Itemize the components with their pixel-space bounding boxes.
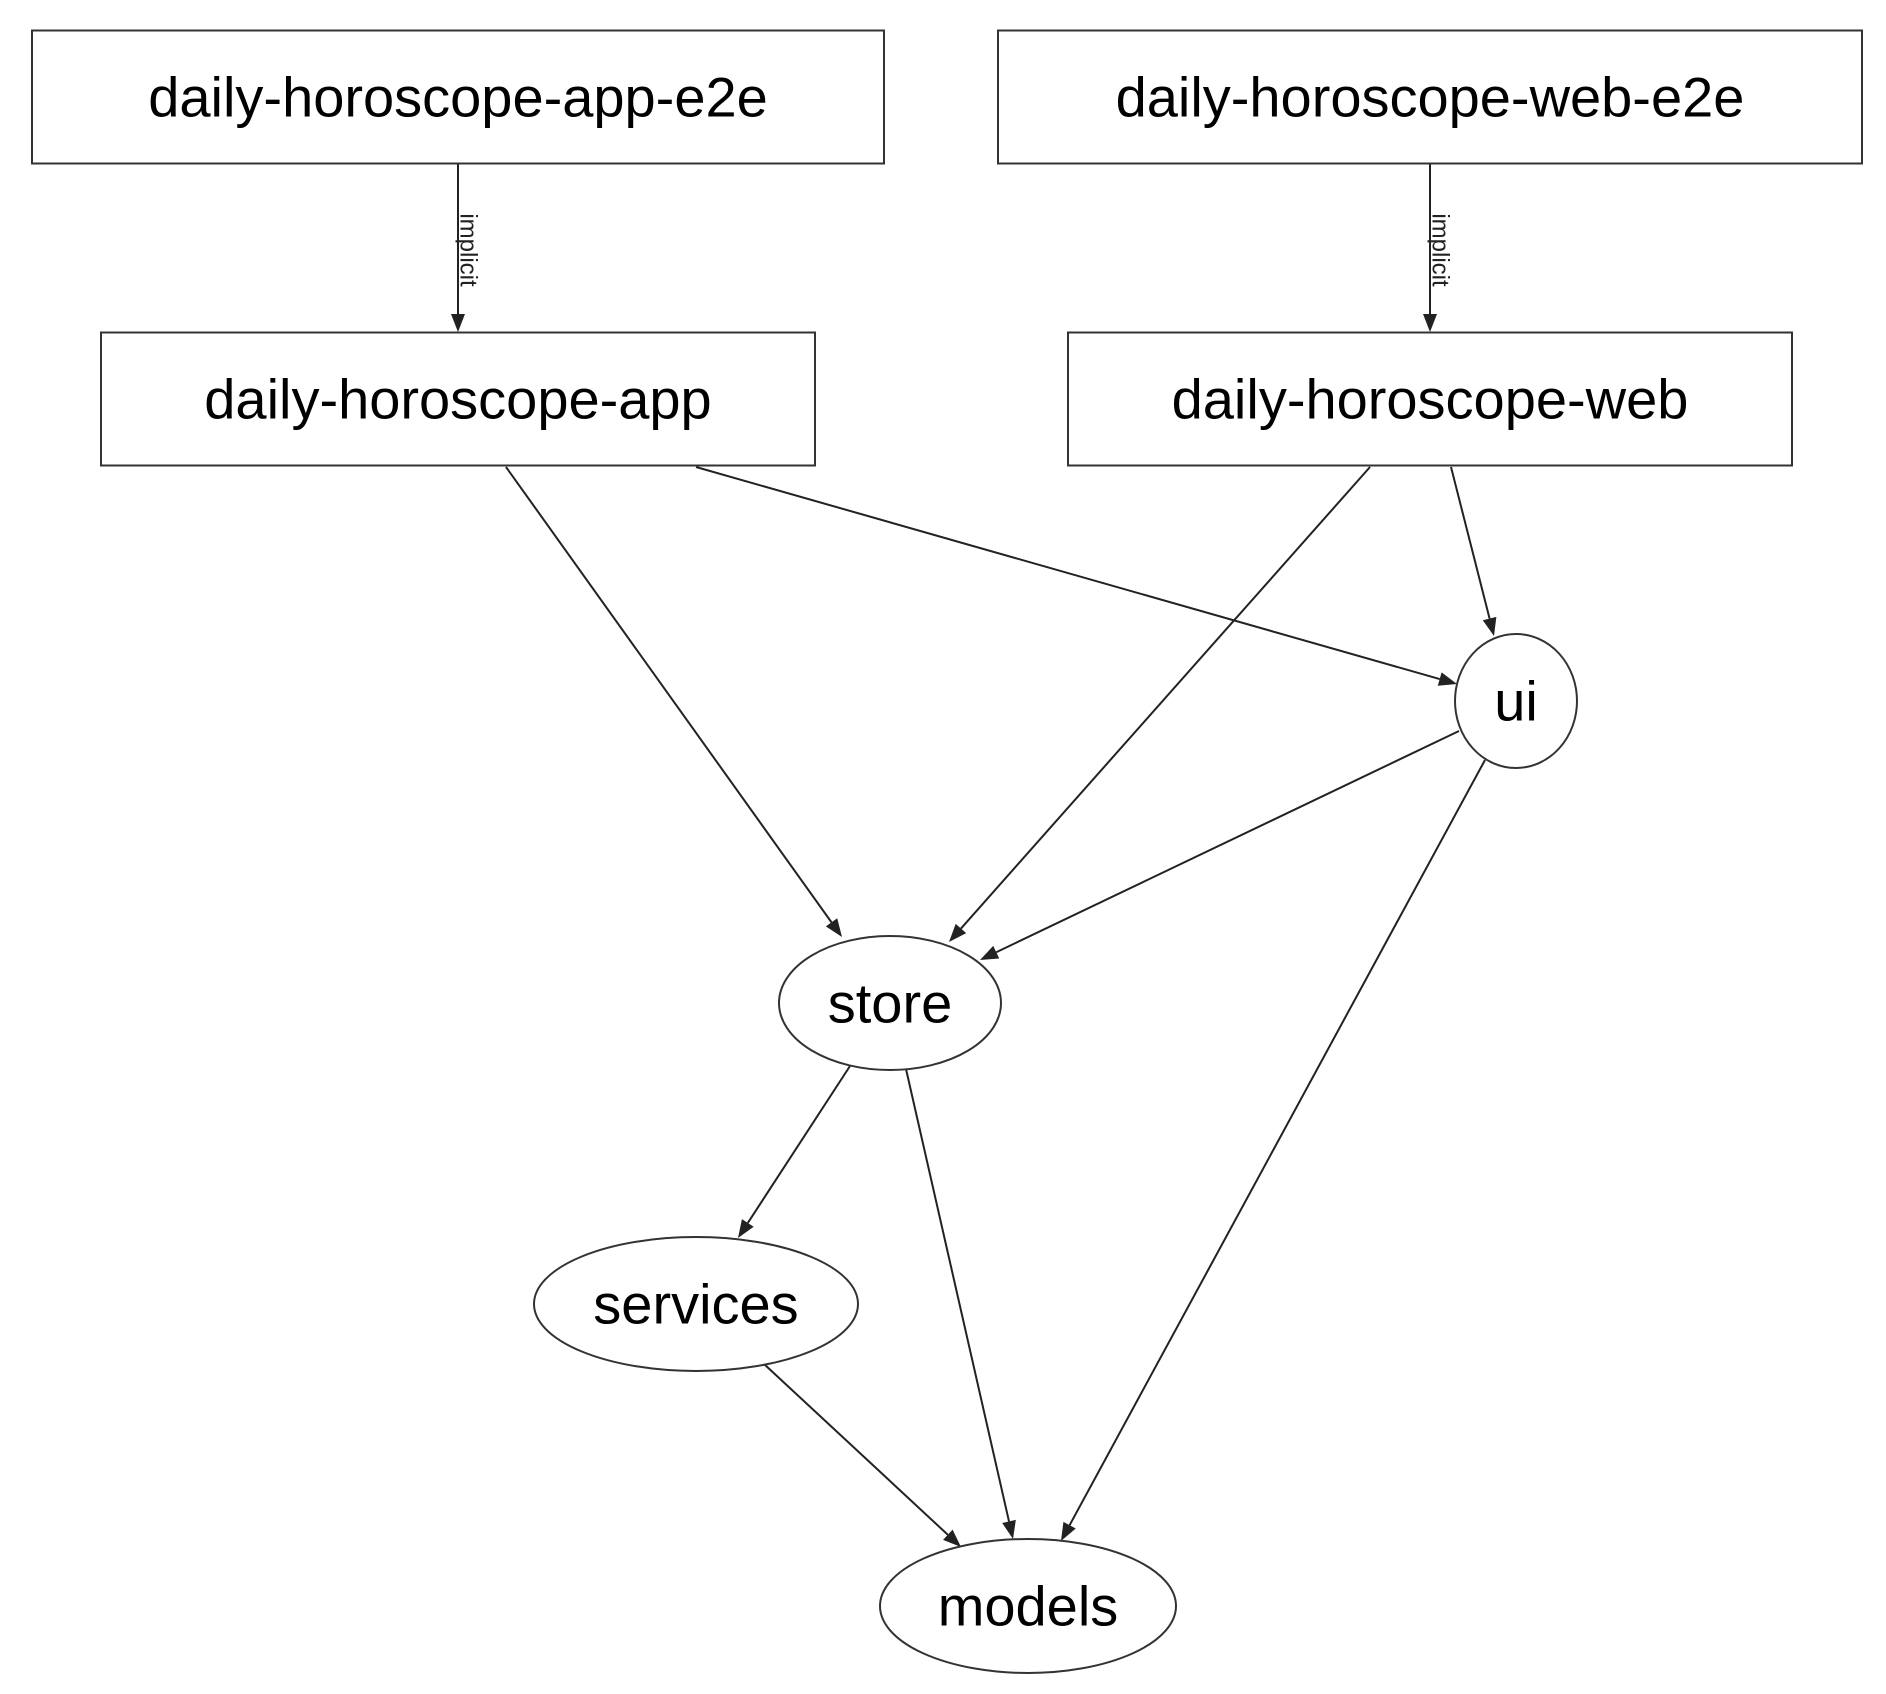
node-web-e2e[interactable]: daily-horoscope-web-e2e [997,29,1863,165]
edge-line [695,466,1440,681]
arrowhead-icon [1482,616,1497,636]
node-box [31,29,885,165]
edge-store-to-models [905,1068,1016,1539]
arrowhead-icon [943,1529,961,1547]
node-label: daily-horoscope-web [1172,368,1689,431]
arrowhead-icon [1061,1521,1076,1541]
node-services[interactable]: services [533,1236,859,1372]
node-label: daily-horoscope-app-e2e [148,66,768,129]
node-ellipse [1454,633,1578,769]
arrowhead-icon [949,923,967,942]
edge-web-to-ui [1450,466,1497,636]
node-label: daily-horoscope-web-e2e [1116,66,1745,129]
node-app[interactable]: daily-horoscope-app [100,331,816,467]
node-label: services [593,1273,798,1336]
node-models[interactable]: models [879,1538,1177,1674]
arrowhead-icon [738,1219,754,1238]
edges-layer: implicit implicit [451,164,1497,1547]
arrowhead-icon [825,918,842,937]
edge-store-to-services [738,1065,851,1238]
node-label: daily-horoscope-app [204,368,711,431]
node-ellipse [778,935,1002,1071]
edge-app-to-ui [695,466,1457,686]
edge-line [1068,759,1486,1526]
node-web[interactable]: daily-horoscope-web [1067,331,1793,467]
node-app-e2e[interactable]: daily-horoscope-app-e2e [31,29,885,165]
edge-line [763,1363,949,1536]
edge-services-to-models [763,1363,961,1547]
edge-line [1450,466,1491,619]
edge-ui-to-store [980,730,1460,960]
edge-app-e2e-to-app: implicit [451,164,482,332]
node-label: store [828,972,953,1035]
arrowhead-icon [1437,672,1457,686]
edge-line [995,730,1460,954]
edge-app-to-store [505,466,842,937]
node-box [100,331,816,467]
edge-web-to-store [949,466,1371,942]
node-ellipse [879,1538,1177,1674]
arrowhead-icon [451,314,465,332]
node-label: models [938,1575,1119,1638]
node-store[interactable]: store [778,935,1002,1071]
node-ui[interactable]: ui [1454,633,1578,769]
edge-line [746,1065,851,1224]
arrowhead-icon [980,945,1000,960]
edge-label-implicit: implicit [455,213,482,287]
node-box [997,29,1863,165]
edge-label-implicit: implicit [1427,213,1454,287]
node-box [1067,331,1793,467]
node-label: ui [1494,670,1538,733]
edge-ui-to-models [1061,759,1486,1541]
edge-web-e2e-to-web: implicit [1423,164,1454,332]
node-ellipse [533,1236,859,1372]
arrowhead-icon [1002,1519,1016,1539]
arrowhead-icon [1423,314,1437,332]
edge-line [960,466,1371,930]
edge-line [505,466,833,923]
nodes-layer: daily-horoscope-app-e2e daily-horoscope-w… [31,29,1863,1674]
edge-line [905,1068,1010,1522]
